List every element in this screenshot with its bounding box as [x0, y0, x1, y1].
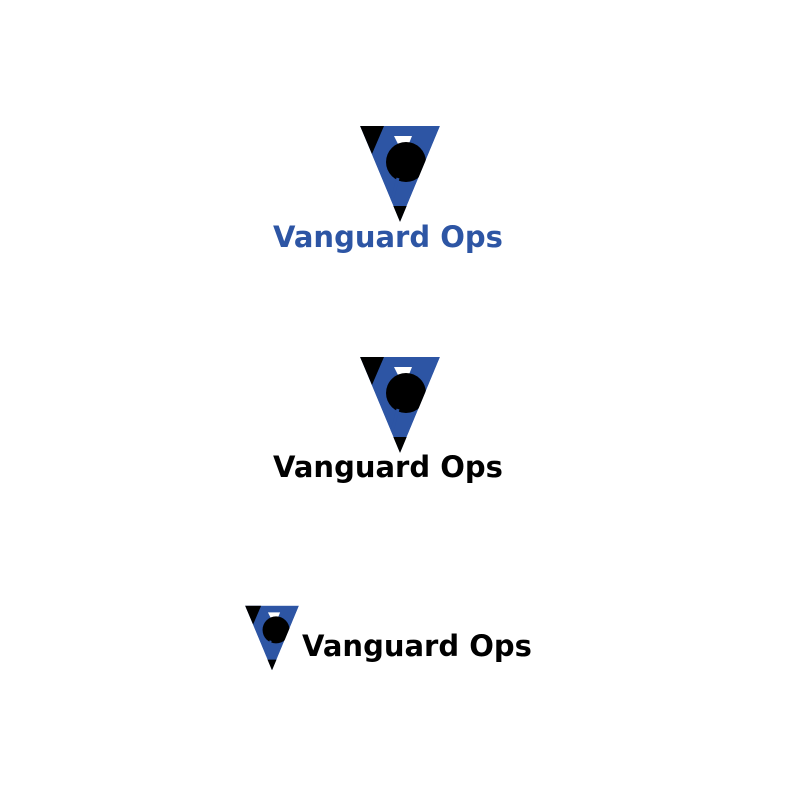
wordmark-horizontal: Vanguard Ops: [302, 629, 532, 663]
vanguard-ops-emblem-icon: [360, 126, 440, 222]
vanguard-ops-emblem-icon: [360, 357, 440, 453]
wordmark-black: Vanguard Ops: [273, 450, 503, 484]
vanguard-ops-emblem-icon: [245, 605, 299, 671]
wordmark-blue: Vanguard Ops: [273, 220, 503, 254]
